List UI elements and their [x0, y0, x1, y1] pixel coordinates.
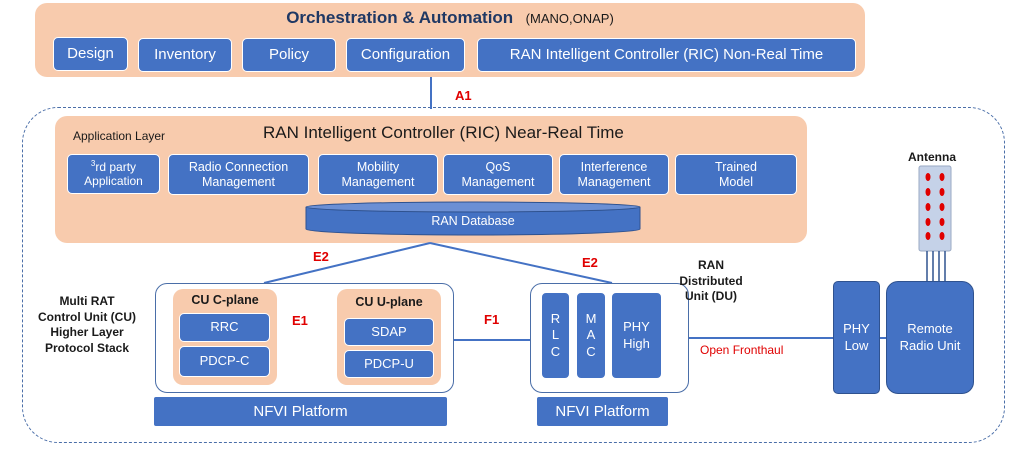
- orchestration-heading: Orchestration & Automation (MANO,ONAP): [35, 8, 865, 28]
- du-side-label: RAN Distributed Unit (DU): [679, 258, 743, 304]
- ran-database-cylinder[interactable]: [305, 201, 641, 237]
- radio-connection-mgmt-button[interactable]: Radio Connection Management: [168, 154, 309, 195]
- pdcp-u-button[interactable]: PDCP-U: [344, 350, 434, 378]
- a1-label: A1: [455, 88, 472, 103]
- cu-uplane-title: CU U-plane: [355, 295, 423, 309]
- cu-cplane-title: CU C-plane: [191, 293, 259, 307]
- a1-connector: [430, 77, 432, 109]
- e1-label: E1: [292, 313, 308, 328]
- ric-near-rt-panel: Application Layer RAN Intelligent Contro…: [55, 116, 807, 243]
- f1-label: F1: [484, 312, 500, 327]
- trained-model-button[interactable]: Trained Model: [675, 154, 797, 195]
- e2-left-label: E2: [313, 249, 329, 264]
- rrc-button[interactable]: RRC: [179, 313, 270, 342]
- policy-button[interactable]: Policy: [242, 38, 336, 72]
- ric-non-rt-button[interactable]: RAN Intelligent Controller (RIC) Non-Rea…: [477, 38, 856, 72]
- antenna-icon: [918, 165, 952, 281]
- application-layer-label: Application Layer: [73, 129, 166, 143]
- design-button[interactable]: Design: [53, 37, 128, 71]
- cu-uplane-panel: CU U-plane SDAP PDCP-U: [337, 289, 441, 385]
- ran-database-label: RAN Database: [431, 214, 515, 228]
- orchestration-title: Orchestration & Automation: [286, 8, 514, 27]
- database-top: [305, 201, 641, 213]
- antenna-label: Antenna: [908, 150, 956, 164]
- mobility-mgmt-button[interactable]: Mobility Management: [318, 154, 438, 195]
- e2-line-left: [263, 242, 431, 284]
- e2-line-right: [429, 242, 613, 284]
- open-fronthaul-label: Open Fronthaul: [700, 343, 784, 357]
- e2-right-label: E2: [582, 255, 598, 270]
- ric-near-rt-title: RAN Intelligent Controller (RIC) Near-Re…: [263, 123, 624, 142]
- cu-nfvi-platform[interactable]: NFVI Platform: [153, 396, 448, 427]
- orchestration-panel: Orchestration & Automation (MANO,ONAP) D…: [35, 3, 865, 77]
- du-nfvi-platform[interactable]: NFVI Platform: [536, 396, 669, 427]
- cu-cplane-panel: CU C-plane RRC PDCP-C: [173, 289, 277, 385]
- database-body: [305, 207, 641, 236]
- cu-side-label: Multi RAT Control Unit (CU) Higher Layer…: [38, 294, 136, 355]
- configuration-button[interactable]: Configuration: [346, 38, 465, 72]
- antenna-elements: [925, 173, 945, 240]
- qos-mgmt-button[interactable]: QoS Management: [443, 154, 553, 195]
- orchestration-subtitle: (MANO,ONAP): [525, 11, 614, 26]
- antenna-cables: [926, 251, 946, 281]
- inventory-button[interactable]: Inventory: [138, 38, 232, 72]
- third-party-app-button[interactable]: 3rd party Application: [67, 154, 160, 194]
- ran-boundary: [22, 107, 1005, 443]
- pdcp-c-button[interactable]: PDCP-C: [179, 346, 270, 377]
- sdap-button[interactable]: SDAP: [344, 318, 434, 346]
- antenna-panel: [918, 165, 952, 252]
- interference-mgmt-button[interactable]: Interference Management: [559, 154, 669, 195]
